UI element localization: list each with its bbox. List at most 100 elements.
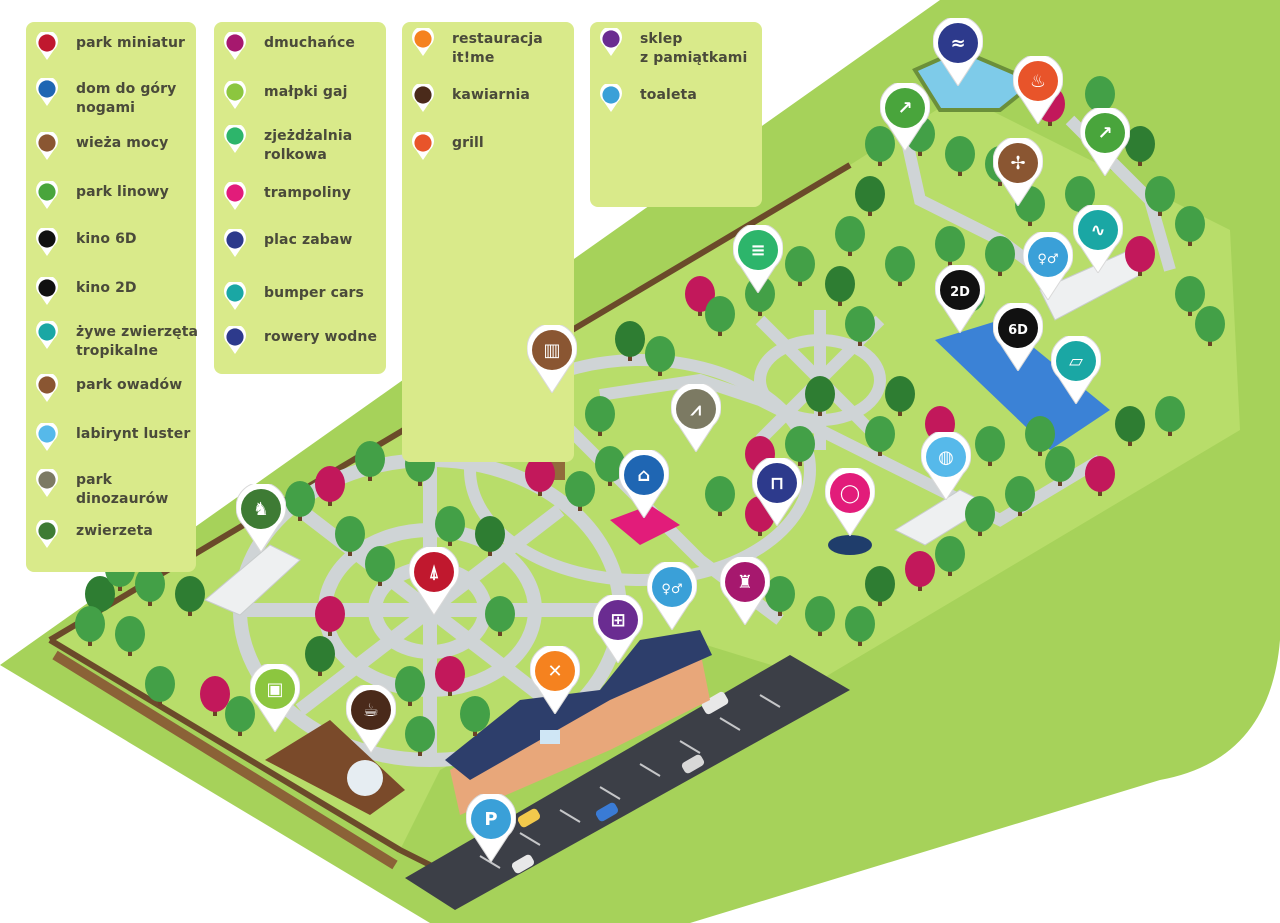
- tree: [585, 396, 615, 436]
- tree: [965, 496, 995, 536]
- pin-rope-park-east[interactable]: ↗: [1080, 108, 1130, 176]
- tree: [435, 506, 465, 546]
- legend-item: restauracja it!me: [412, 28, 543, 68]
- tree: [225, 696, 255, 736]
- pin-rope-park-north[interactable]: ↗: [880, 83, 930, 151]
- water-bike-icon: [224, 326, 246, 354]
- legend-label: park miniatur: [76, 35, 186, 51]
- pin-insect-park[interactable]: ✢: [993, 138, 1043, 206]
- roller-slide-icon: [224, 125, 246, 153]
- monkey-grove-icon: ▣: [250, 664, 300, 732]
- tree: [200, 676, 230, 716]
- cinema-building: [935, 320, 1110, 450]
- legend-label: sklep z pamiątkami: [640, 31, 748, 66]
- pin-glyph: ✢: [1010, 153, 1025, 174]
- gift-icon: [600, 28, 622, 56]
- pin-monkey-grove[interactable]: ▣: [250, 664, 300, 732]
- legend-column-4: [590, 22, 762, 207]
- legend-label: wieża mocy: [76, 135, 169, 151]
- coffee-cup-icon: ☕: [346, 685, 396, 753]
- mirror-icon: ◍: [921, 432, 971, 500]
- tree: [85, 576, 115, 616]
- pin-gift-shop[interactable]: ⊞: [593, 595, 643, 663]
- grill-icon: ♨: [1013, 56, 1063, 124]
- pin-glyph: ▱: [1069, 351, 1083, 372]
- pin-trampoline[interactable]: ◯: [825, 468, 875, 536]
- pin-parking[interactable]: P: [466, 794, 516, 862]
- pin-glyph: ⍋: [429, 562, 440, 583]
- toilet-icon: ♀♂: [647, 562, 697, 630]
- toilet-icon: ♀♂: [1023, 232, 1073, 300]
- pin-roller-slide[interactable]: ≡: [733, 225, 783, 293]
- legend-item: bumper cars: [224, 282, 364, 310]
- tree: [355, 441, 385, 481]
- tree: [305, 636, 335, 676]
- tree: [595, 446, 625, 486]
- pin-grill[interactable]: ♨: [1013, 56, 1063, 124]
- legend-label: plac zabaw: [264, 232, 353, 248]
- tree: [1195, 306, 1225, 346]
- pin-bumper-cars[interactable]: ▱: [1051, 336, 1101, 404]
- pin-glyph: P: [484, 809, 497, 830]
- pin-restaurant[interactable]: ✕: [530, 646, 580, 714]
- pin-playground[interactable]: ⊓: [752, 458, 802, 526]
- pin-glyph: ⌂: [638, 465, 651, 486]
- roller-slide-icon: ≡: [733, 225, 783, 293]
- legend-label: rowery wodne: [264, 329, 378, 345]
- playground-icon: [224, 229, 246, 257]
- legend-label: kawiarnia: [452, 87, 530, 103]
- bouncy-castle-icon: [224, 32, 246, 60]
- tree: [1175, 206, 1205, 246]
- pin-glyph: ♨: [1030, 71, 1046, 92]
- tree: [135, 566, 165, 606]
- dragonfly-icon: ✢: [993, 138, 1043, 206]
- pin-bouncy-castle[interactable]: ♜: [720, 557, 770, 625]
- tree: [935, 226, 965, 266]
- pin-upside-down-house[interactable]: ⌂: [619, 450, 669, 518]
- pin-animals[interactable]: ♞: [236, 484, 286, 552]
- legend-label: park linowy: [76, 184, 169, 200]
- pin-cinema-6d[interactable]: 6D: [993, 303, 1043, 371]
- legend-item: zjeżdżalnia rolkowa: [224, 125, 352, 165]
- tree: [1115, 406, 1145, 446]
- tree: [1125, 126, 1155, 166]
- pin-miniature-park[interactable]: ⍋: [409, 547, 459, 615]
- tree: [845, 606, 875, 646]
- pin-cinema-2d[interactable]: 2D: [935, 265, 985, 333]
- mirror-icon: [36, 423, 58, 451]
- pin-cafe[interactable]: ☕: [346, 685, 396, 753]
- legend-item: trampoliny: [224, 182, 351, 210]
- pin-glyph: ♜: [737, 572, 753, 593]
- pin-power-tower[interactable]: ▥: [527, 325, 577, 393]
- tree: [335, 516, 365, 556]
- clapperboard-6d-icon: 6D: [993, 303, 1043, 371]
- tree: [1175, 276, 1205, 316]
- legend-label: dom do góry nogami: [76, 81, 177, 116]
- legend-item: kino 2D: [36, 277, 137, 305]
- coffee-cup-icon: [412, 84, 434, 112]
- tree: [865, 566, 895, 606]
- trampoline-icon: [224, 182, 246, 210]
- pin-toilet-south[interactable]: ♀♂: [647, 562, 697, 630]
- rope-park-icon: [36, 181, 58, 209]
- legend-label: park owadów: [76, 377, 183, 393]
- pin-mirror-maze[interactable]: ◍: [921, 432, 971, 500]
- pin-toilet-north[interactable]: ♀♂: [1023, 232, 1073, 300]
- tree: [975, 426, 1005, 466]
- tree: [435, 656, 465, 696]
- legend-item: rowery wodne: [224, 326, 378, 354]
- legend-label: toaleta: [640, 87, 697, 103]
- pin-water-bikes[interactable]: ≈: [933, 18, 983, 86]
- legend-label: dmuchańce: [264, 35, 355, 51]
- monkey-grove-icon: [224, 81, 246, 109]
- pin-dinosaur-park[interactable]: ⩘: [671, 384, 721, 452]
- tree: [1025, 416, 1055, 456]
- tree: [865, 416, 895, 456]
- chameleon-icon: [36, 321, 58, 349]
- tree: [845, 306, 875, 346]
- tree: [75, 606, 105, 646]
- tree: [145, 666, 175, 706]
- pin-tropical-animals[interactable]: ∿: [1073, 205, 1123, 273]
- legend-label: labirynt luster: [76, 426, 191, 442]
- pin-glyph: 6D: [1008, 323, 1028, 338]
